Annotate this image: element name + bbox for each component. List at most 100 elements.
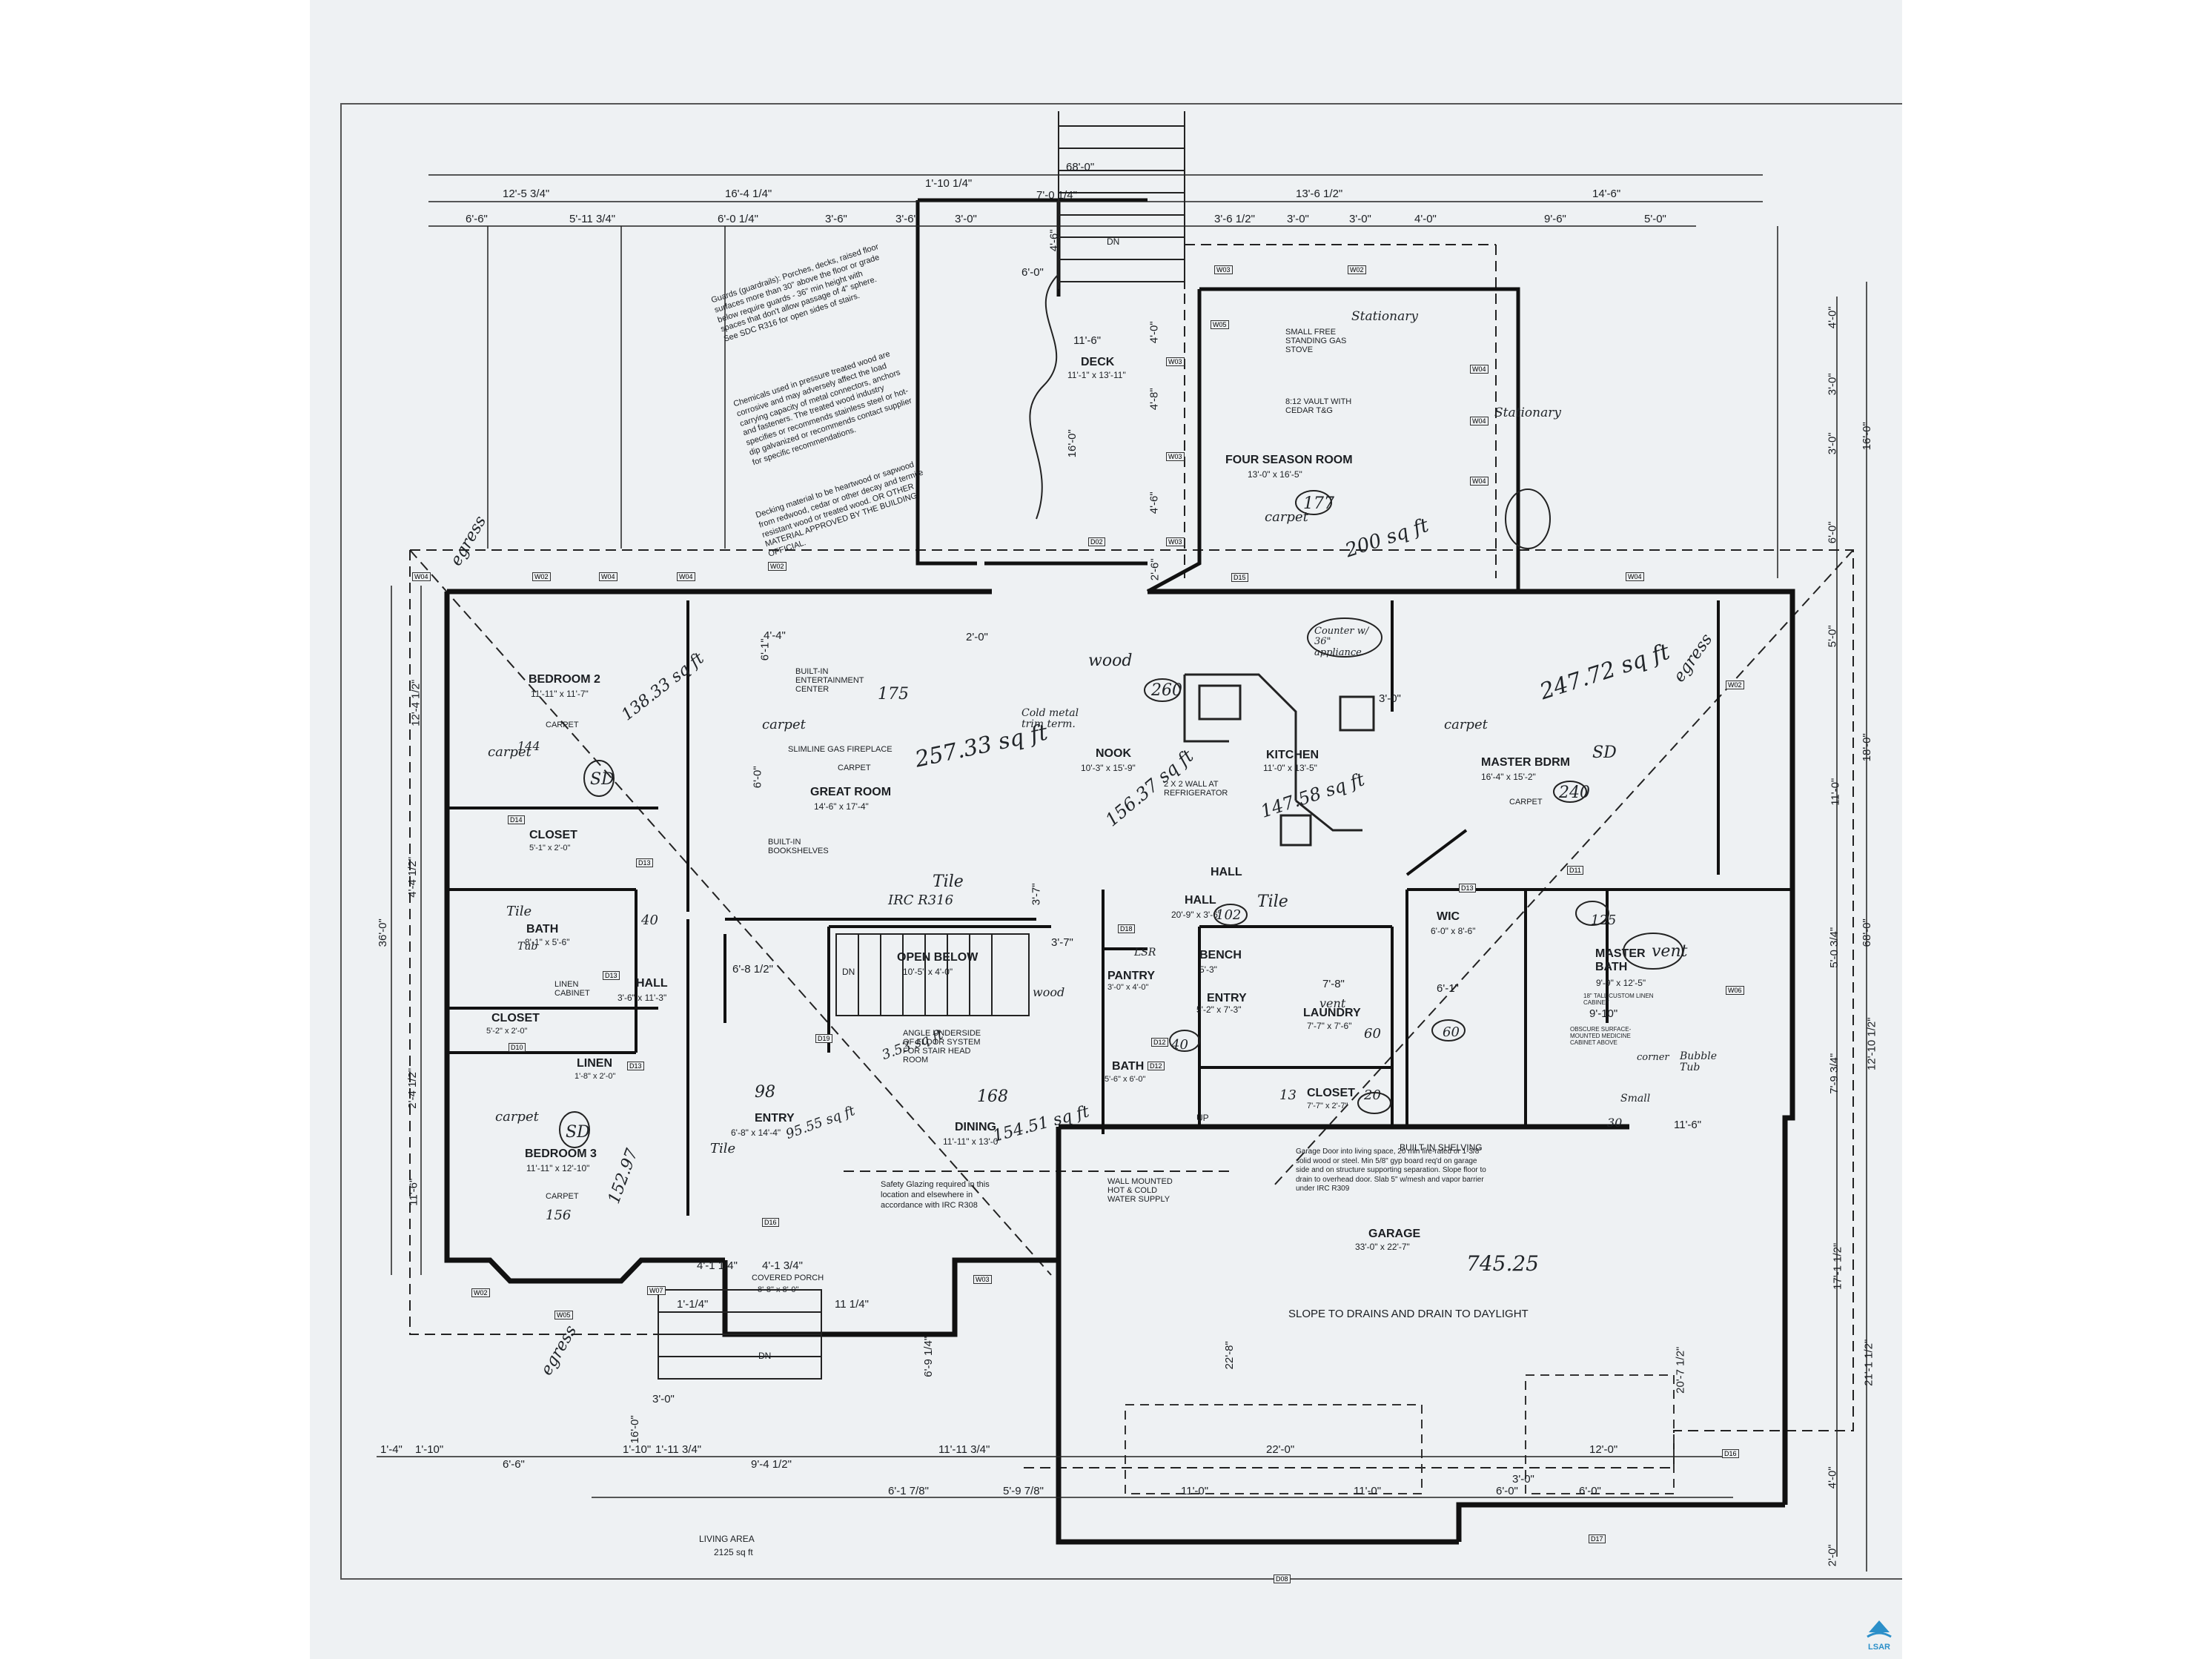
main-stair [835, 933, 1030, 1016]
dim-bottom: 22'-0" [1266, 1443, 1295, 1456]
hw-sd: SD [1592, 744, 1617, 762]
room-label-closet1: CLOSET [529, 829, 577, 841]
door-tag: D02 [1088, 537, 1105, 546]
hw-tub: Tub [517, 941, 538, 953]
room-label-bedroom2: BEDROOM 2 [529, 673, 600, 686]
room-size-nook: 10'-3" x 15'-9" [1081, 763, 1136, 773]
hw-tile: Tile [506, 904, 532, 919]
window-tag: W02 [532, 572, 551, 581]
door-tag: D13 [603, 971, 620, 980]
dim-bottom2: 6'-0" [1579, 1485, 1601, 1497]
door-tag: D16 [1722, 1449, 1739, 1458]
dim-top: 16'-4 1/4" [725, 188, 772, 200]
room-size-closet3: 7'-7" x 2'-7" [1307, 1102, 1348, 1110]
hw-small: Small [1620, 1093, 1651, 1105]
door-tag: D13 [636, 858, 653, 867]
room-size-garage: 33'-0" x 22'-7" [1355, 1242, 1410, 1252]
room-size-closet1: 5'-1" x 2'-0" [529, 844, 571, 852]
window-tag: W04 [1470, 417, 1489, 425]
dim-misc: 11'-6" [1674, 1119, 1702, 1131]
dim-misc: 6'-8 1/2" [732, 963, 773, 976]
window-tag: W04 [412, 572, 431, 581]
hw-carpet: carpet [1265, 509, 1308, 525]
room-size-laundry: 7'-7" x 7'-6" [1307, 1021, 1352, 1031]
dim-misc: 3'-0" [1512, 1473, 1534, 1486]
dim-bottom2: 11'-0" [1181, 1485, 1209, 1497]
dim-top: 1'-10 1/4" [925, 177, 973, 190]
hw-number: 60 [1443, 1024, 1460, 1040]
sheet-border [340, 103, 1902, 1580]
hw-tile: Tile [710, 1141, 736, 1156]
room-label-half-bath: BATH [1112, 1060, 1145, 1073]
dim-top2: 9'-6" [1544, 213, 1566, 225]
room-label-entry: ENTRY [755, 1112, 795, 1125]
door-tag: D17 [1589, 1534, 1606, 1543]
dim-bottom: 6'-6" [503, 1458, 525, 1471]
window-tag: W04 [677, 572, 695, 581]
window-tag: W02 [768, 562, 787, 571]
room-label-laundry: LAUNDRY [1303, 1007, 1361, 1019]
floor-bedroom3: CARPET [546, 1192, 579, 1201]
dim-top2: 3'-0" [955, 213, 977, 225]
room-size-deck: 11'-1" x 13'-11" [1067, 370, 1126, 380]
linen-cabinet-note: 18" TALL CUSTOM LINEN CABINET [1583, 993, 1654, 1006]
window-tag: W03 [1166, 537, 1185, 546]
window-tag: W04 [1470, 477, 1489, 486]
lsar-logo-icon: LSAR [1867, 1620, 1892, 1652]
dim-bottom: 1'-4" [380, 1443, 403, 1456]
hw-note-cold-metal: Cold metal trim term. [1021, 707, 1079, 731]
room-label-kitchen: KITCHEN [1266, 749, 1319, 761]
window-tag: W02 [1726, 681, 1744, 689]
dim-bottom: 9'-4 1/2" [751, 1458, 792, 1471]
dim-misc: 9'-10" [1589, 1007, 1618, 1020]
room-label-deck: DECK [1081, 356, 1115, 368]
dim-porch: 3'-0" [652, 1393, 675, 1405]
door-tag: D16 [762, 1218, 779, 1227]
dn-porch: DN [758, 1351, 772, 1361]
dim-bottom: 1'-10" [415, 1443, 444, 1456]
room-size-half-bath: 5'-6" x 6'-0" [1105, 1075, 1146, 1084]
hw-carpet: carpet [762, 717, 806, 732]
room-label-four-season: FOUR SEASON ROOM [1225, 454, 1353, 466]
hw-carpet: carpet [1444, 717, 1488, 732]
dim-misc: 4'-4" [764, 629, 786, 642]
window-tag: W05 [554, 1311, 573, 1319]
glazing-note: Safety Glazing required in this location… [881, 1180, 990, 1210]
dim-top2: 6'-6" [466, 213, 488, 225]
fridge-wall-note: 2 X 2 WALL AT REFRIGERATOR [1164, 780, 1228, 798]
door-tag: D12 [1151, 1038, 1168, 1047]
plan-sheet: W04 W02 W04 W04 W02 W03 W03 W03 W03 W02 … [310, 0, 1902, 1659]
room-label-nook: NOOK [1096, 747, 1131, 760]
built-in-shelving-note: BUILT-IN SHELVING [1400, 1142, 1483, 1153]
interior-walls [447, 600, 1792, 1216]
window-tag: W07 [647, 1286, 666, 1295]
room-size-hall-small: 3'-6" x 11'-3" [617, 993, 667, 1003]
lsar-logo: LSAR [1864, 1615, 1894, 1653]
room-size-bedroom2: 11'-11" x 11'-7" [531, 689, 589, 699]
room-label-bedroom3: BEDROOM 3 [525, 1148, 597, 1160]
living-area-value: 2125 sq ft [714, 1547, 753, 1557]
hw-sqft-garage: 745.25 [1466, 1251, 1539, 1276]
hw-vent: vent [1319, 996, 1346, 1010]
dim-misc: 2'-0" [966, 631, 988, 643]
dn-deck: DN [1107, 236, 1120, 247]
hw-number: 20 [1364, 1087, 1381, 1103]
dn-stair: DN [842, 967, 855, 977]
hw-lsr: LSR [1134, 947, 1156, 958]
dim-top2: 4'-0" [1414, 213, 1437, 225]
kitchen-counters [1183, 673, 1375, 847]
room-size-open-below: 10'-5" x 4'-0" [903, 967, 953, 977]
floor-great-room: CARPET [838, 764, 871, 772]
room-label-wic: WIC [1437, 910, 1460, 923]
living-area-label: LIVING AREA [699, 1534, 755, 1544]
floor-master-bdrm: CARPET [1509, 798, 1543, 807]
hw-carpet: carpet [495, 1109, 539, 1125]
exterior-walls [444, 589, 1795, 1545]
window-tag: W04 [1470, 365, 1489, 374]
room-size-kitchen: 11'-0" x 13'-5" [1263, 763, 1317, 773]
svg-text:LSAR: LSAR [1868, 1643, 1890, 1652]
stair-angle-note: ANGLE UNDERSIDE OF FLOOR SYSTEM FOR STAI… [903, 1029, 981, 1065]
hw-number: 13 [1279, 1087, 1297, 1103]
room-size-master-bath: 9'-9" x 12'-5" [1596, 978, 1646, 988]
hw-number: 98 [755, 1083, 775, 1102]
